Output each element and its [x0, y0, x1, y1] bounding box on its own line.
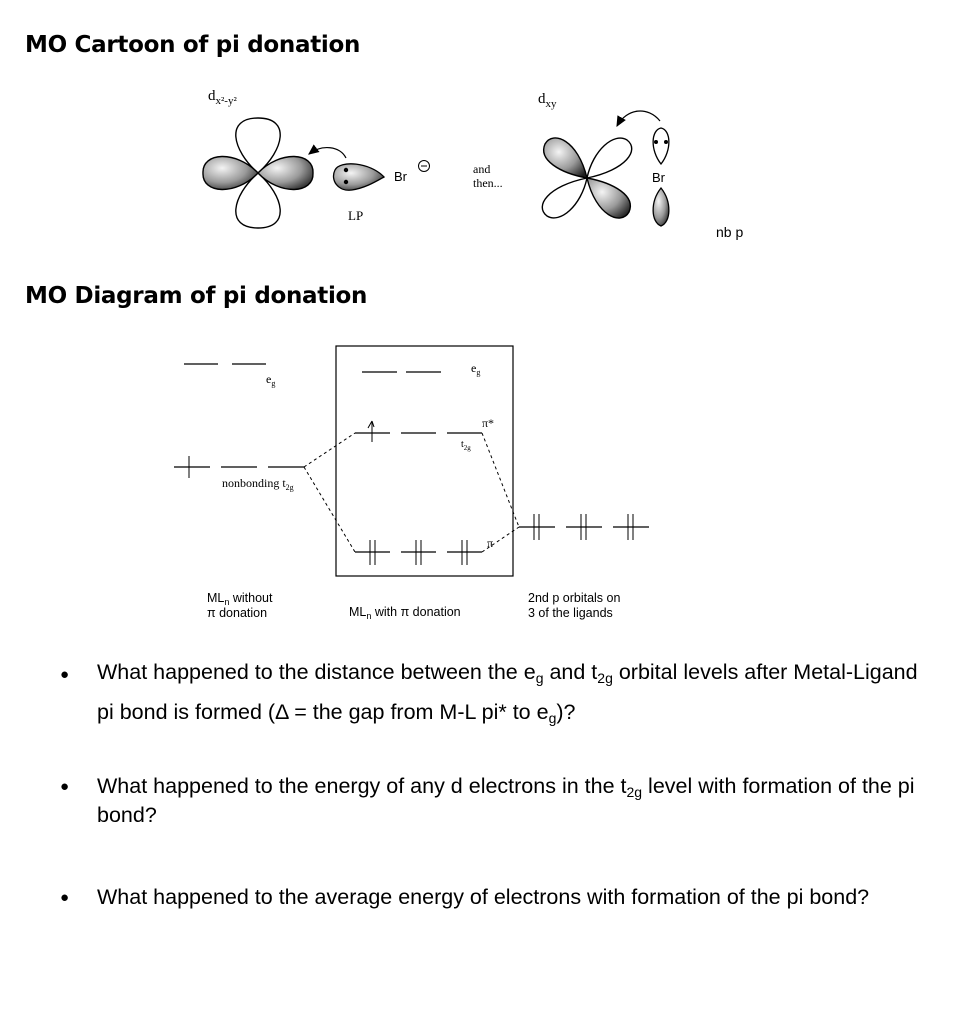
mo-figures: dx²-y² LP Br and then... dxy Br nb p: [174, 88, 743, 621]
caption-left-1: MLn without: [207, 591, 273, 607]
caption-right-1: 2nd p orbitals on: [528, 591, 620, 605]
dxy-orbital: [541, 137, 633, 219]
nbp-label: nb p: [716, 224, 743, 240]
br-label-2: Br: [652, 170, 666, 185]
pi-label: π: [487, 536, 493, 550]
nonbonding-label: nonbonding t2g: [222, 476, 294, 492]
caption-right-2: 3 of the ligands: [528, 606, 613, 620]
caption-left-2: π donation: [207, 606, 267, 620]
question-item: What happened to the distance between th…: [60, 652, 927, 732]
eg-box-label: eg: [471, 361, 480, 377]
dx2y2-label: dx²-y²: [208, 88, 237, 107]
dx2y2-orbital: [202, 117, 314, 229]
correlation-lines: [303, 432, 520, 553]
dxy-label: dxy: [538, 91, 557, 110]
diagram-heading: MO Diagram of pi donation: [25, 283, 368, 309]
electron-pair: [533, 514, 634, 540]
donation-arrow-1: [308, 144, 347, 159]
caption-mid: MLn with π donation: [349, 605, 461, 621]
br-p-orbital: [652, 127, 670, 227]
pi-star-label: π*: [482, 416, 494, 430]
eg-left-label: eg: [266, 372, 275, 388]
question-item: What happened to the average energy of e…: [60, 883, 927, 912]
ml-pi-box: [335, 345, 514, 577]
cartoon-heading: MO Cartoon of pi donation: [25, 32, 361, 58]
t2g-box-label: t2g: [461, 439, 471, 452]
donation-arrow-2: [616, 110, 661, 128]
lp-lobe: [332, 163, 386, 191]
br-label-1: Br: [394, 169, 408, 184]
negative-charge-icon: [418, 160, 430, 172]
lp-label: LP: [348, 208, 363, 223]
and-label: and: [473, 162, 490, 176]
then-label: then...: [473, 176, 503, 190]
electron-pair: [369, 540, 468, 565]
question-item: What happened to the energy of any d ele…: [60, 772, 927, 830]
